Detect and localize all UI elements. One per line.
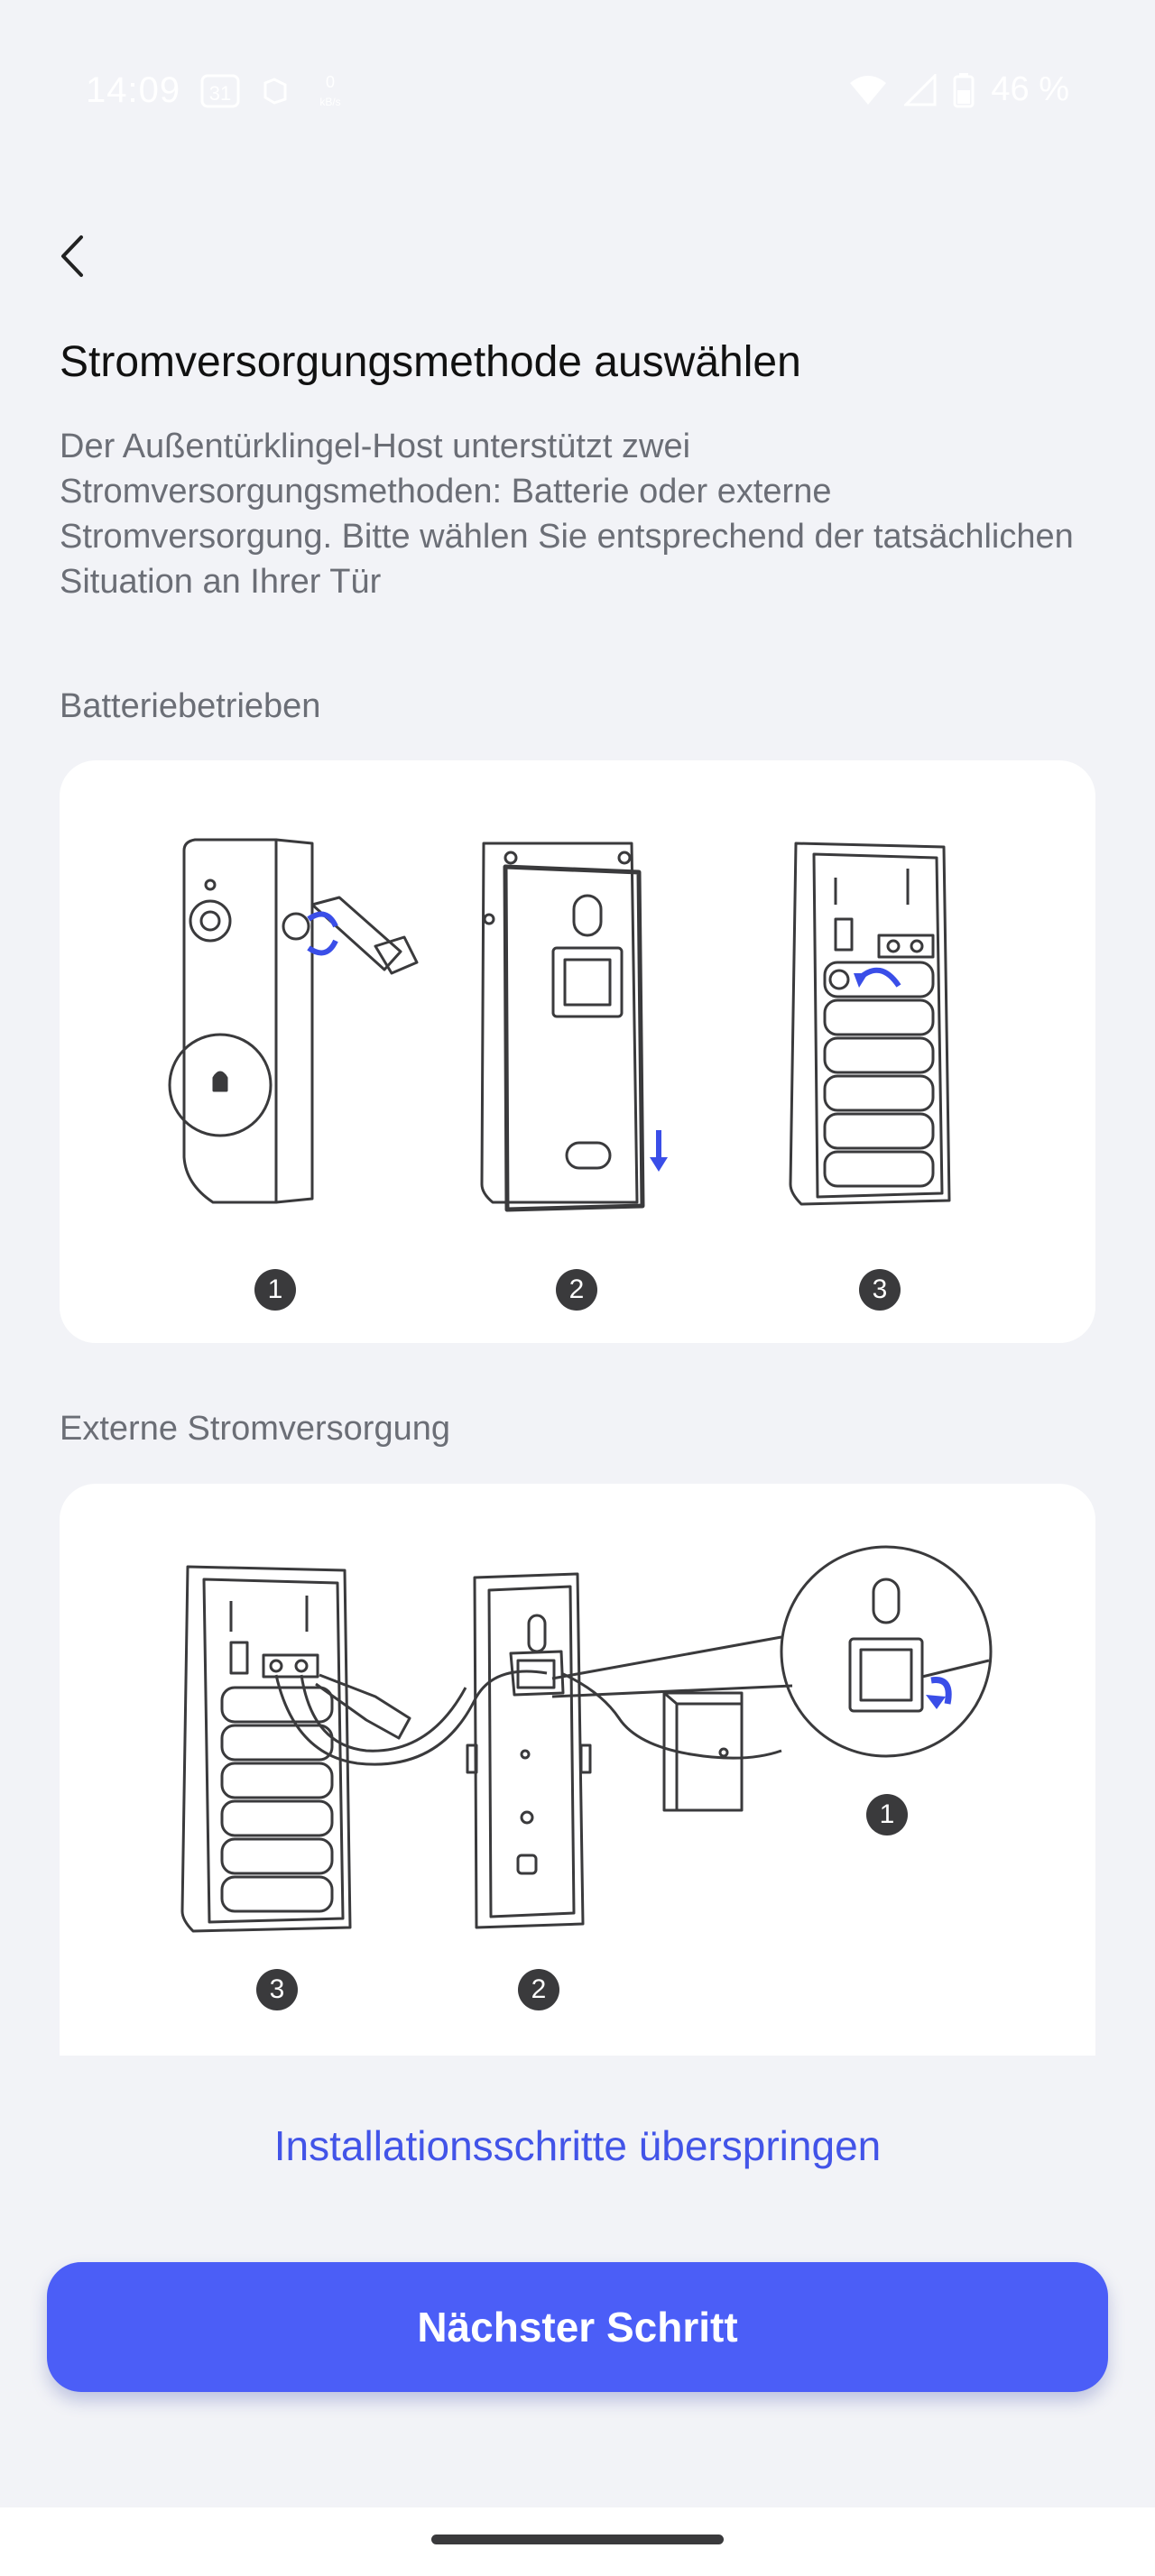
external-step-1-badge: 1 bbox=[866, 1794, 908, 1835]
status-right: 46 % bbox=[848, 70, 1069, 109]
home-indicator[interactable] bbox=[431, 2535, 724, 2544]
cellular-signal-icon bbox=[904, 73, 937, 106]
net-speed-value: 0 bbox=[326, 73, 335, 91]
status-time: 14:09 bbox=[86, 70, 181, 110]
next-step-button[interactable]: Nächster Schritt bbox=[47, 2262, 1108, 2392]
back-button[interactable] bbox=[45, 229, 99, 283]
external-section-label: Externe Stromversorgung bbox=[60, 1410, 450, 1448]
wifi-icon bbox=[848, 74, 888, 106]
battery-step-2-badge: 2 bbox=[556, 1269, 597, 1311]
app-notification-icon bbox=[260, 76, 291, 106]
battery-step-3-badge: 3 bbox=[859, 1269, 901, 1311]
external-step-3-badge: 3 bbox=[256, 1969, 298, 2010]
external-power-installation-illustration bbox=[180, 1545, 993, 1933]
battery-section-label: Batteriebetrieben bbox=[60, 687, 321, 725]
status-bar: 14:09 31 0 kB/s bbox=[0, 0, 1155, 189]
system-navigation-bar bbox=[0, 2507, 1155, 2576]
external-step-2-badge: 2 bbox=[518, 1969, 559, 2010]
chevron-left-icon bbox=[61, 235, 83, 277]
battery-step-1-badge: 1 bbox=[254, 1269, 296, 1311]
external-power-option-card[interactable]: 3 2 1 bbox=[60, 1484, 1095, 2056]
page-description: Der Außentürklingel-Host unterstützt zwe… bbox=[60, 428, 1074, 601]
battery-icon bbox=[953, 72, 975, 108]
page-title: Stromversorgungsmethode auswählen bbox=[60, 338, 801, 386]
calendar-icon: 31 bbox=[200, 73, 240, 109]
battery-percent: 46 % bbox=[991, 70, 1069, 108]
status-left: 14:09 31 0 kB/s bbox=[86, 70, 350, 111]
battery-option-card[interactable]: 1 2 3 bbox=[60, 760, 1095, 1343]
battery-installation-illustration bbox=[168, 838, 951, 1212]
net-speed-unit: kB/s bbox=[319, 96, 340, 108]
skip-installation-link[interactable]: Installationsschritte überspringen bbox=[273, 2122, 882, 2169]
network-speed-icon: 0 kB/s bbox=[310, 71, 350, 111]
calendar-day: 31 bbox=[209, 82, 231, 105]
